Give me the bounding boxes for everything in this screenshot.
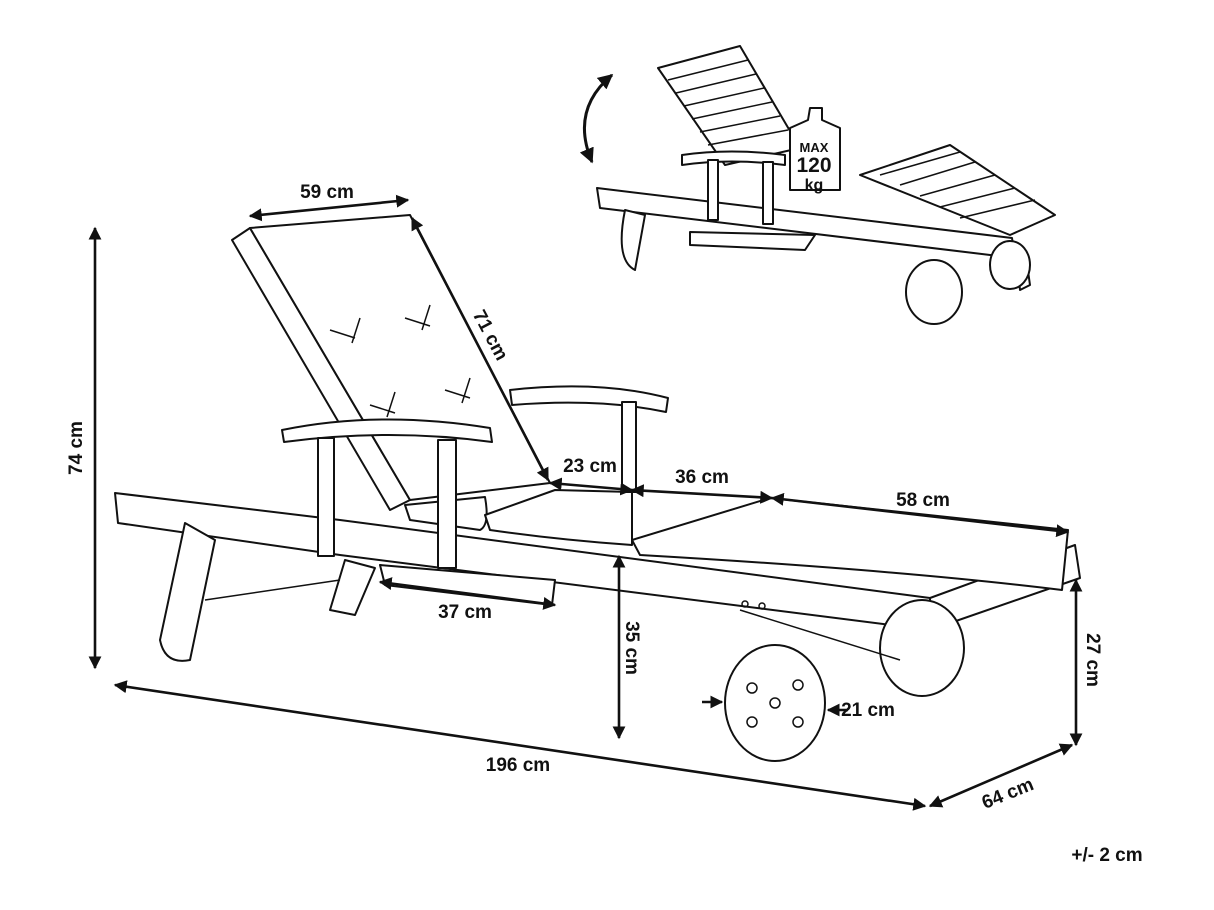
label-seat-segment-2: 36 cm (675, 467, 729, 488)
load-value-label: 120 (796, 154, 831, 177)
label-seat-segment-1: 23 cm (563, 456, 617, 477)
label-seat-segment-3: 58 cm (896, 490, 950, 511)
load-unit-label: kg (805, 177, 824, 194)
label-total-length: 196 cm (486, 755, 550, 776)
label-total-height: 74 cm (66, 421, 87, 475)
label-backrest-width: 59 cm (300, 182, 354, 203)
load-max-label: MAX (800, 140, 829, 155)
label-wheel-diameter: 21 cm (841, 700, 895, 721)
label-rear-height: 27 cm (1082, 633, 1103, 687)
lounger-inset: MAX 120 kg (579, 45, 1056, 325)
label-seat-height: 35 cm (621, 621, 642, 675)
tolerance-note: +/- 2 cm (1071, 845, 1142, 866)
label-shelf-length: 37 cm (438, 602, 492, 623)
dimension-lines (88, 194, 1083, 811)
